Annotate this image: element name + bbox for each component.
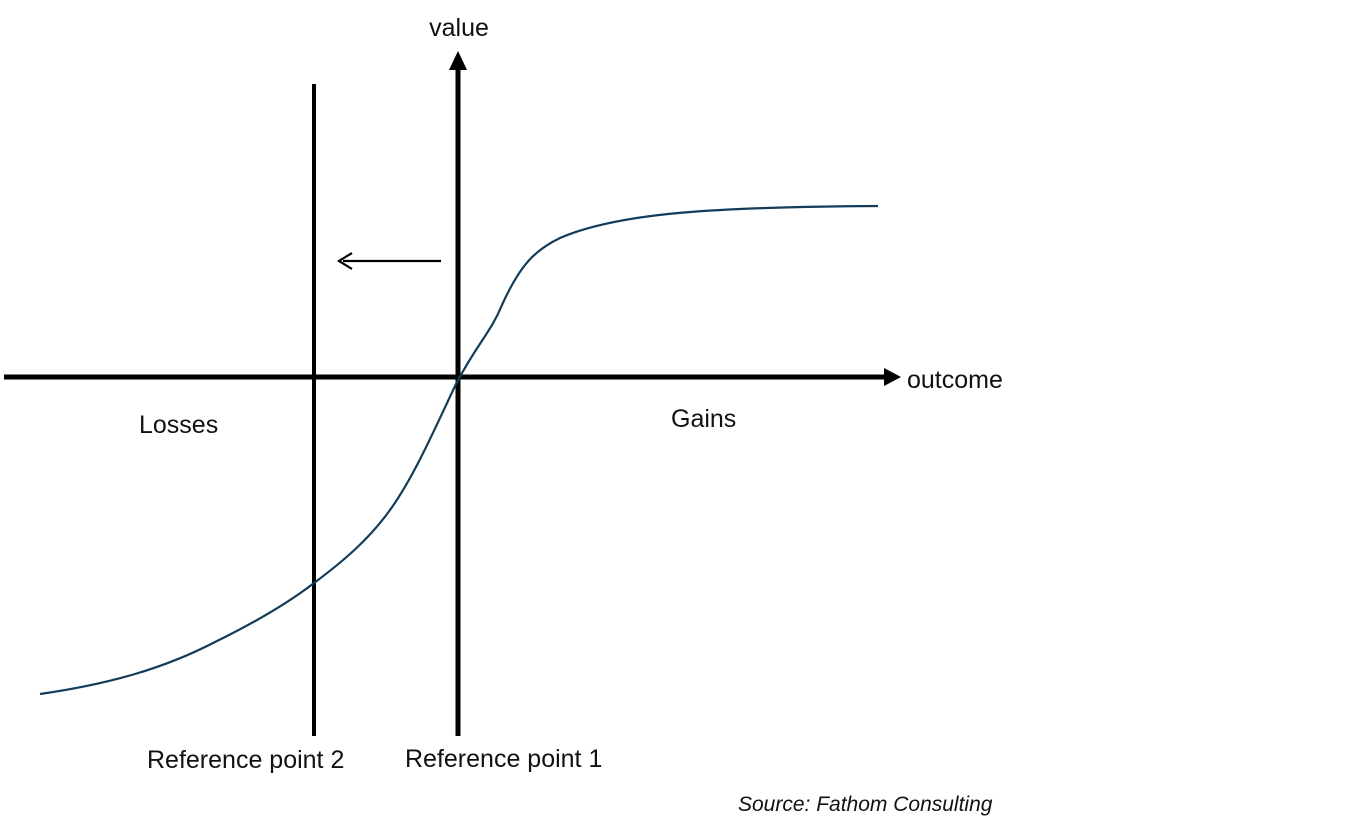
shift-arrowhead [336,252,353,270]
losses-label: Losses [139,411,218,439]
gains-label: Gains [671,405,736,433]
x-axis-arrowhead [884,368,901,386]
source-caption: Source: Fathom Consulting [738,793,993,816]
reference-point-2-label: Reference point 2 [147,746,344,774]
y-axis-label: value [429,14,489,42]
y-axis-arrowhead [449,51,467,70]
value-curve [39,204,879,696]
x-axis-label: outcome [907,366,1003,394]
reference-point-1-label: Reference point 1 [405,745,602,773]
